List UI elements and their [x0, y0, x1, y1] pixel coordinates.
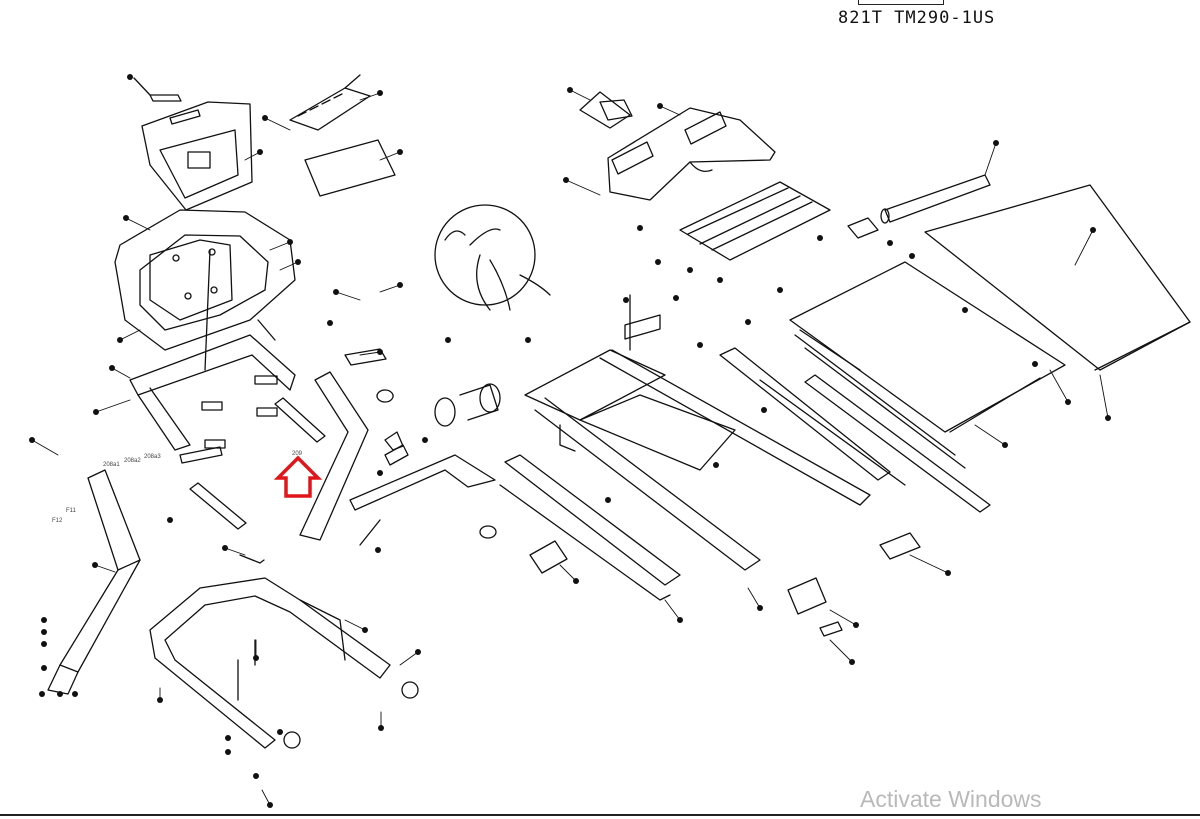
callout-label-group: 209 208a1 208a2 208a3 F11 F12 — [52, 451, 303, 524]
callout-208a1: 208a1 — [103, 462, 120, 468]
console-assembly — [114, 74, 396, 371]
callout-f12: F12 — [52, 518, 63, 524]
leader-lines — [31, 89, 1109, 806]
handlebar-and-upright — [47, 319, 404, 695]
callout-f11: F11 — [66, 508, 77, 514]
model-code-label: 821T TM290-1US — [838, 8, 996, 28]
callout-208a2: 208a2 — [124, 458, 141, 464]
callout-208a3: 208a3 — [144, 454, 161, 460]
up-arrow-icon — [273, 455, 323, 498]
base-frame — [149, 554, 419, 749]
callout-209: 209 — [292, 451, 303, 457]
end-caps — [384, 99, 921, 637]
taskbar-edge — [0, 814, 1200, 816]
activate-windows-watermark: Activate Windows — [860, 786, 1042, 812]
deck-and-belt — [789, 174, 1191, 513]
main-frame — [349, 294, 906, 601]
callout-markers — [29, 74, 1111, 808]
title-block-frame — [858, 0, 944, 5]
motor-wiring-detail — [434, 204, 551, 311]
motor-hood — [579, 91, 831, 261]
